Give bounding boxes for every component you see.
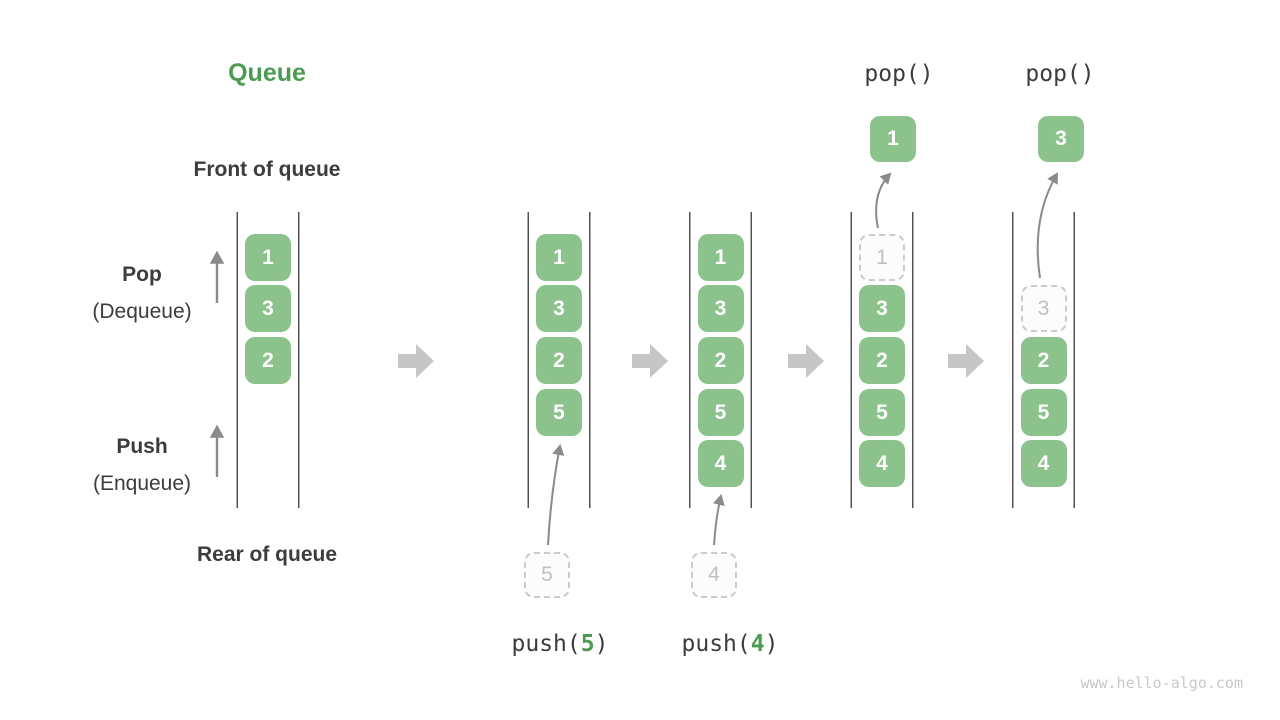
queue-element: 4 [1020,440,1067,487]
queue-element: 2 [697,337,744,384]
queue-element: 3 [536,285,582,332]
pending-push-element: 4 [691,552,737,598]
push-call-suffix: ) [594,631,609,657]
push-call-prefix: push( [681,631,751,657]
queue-element-dashed: 1 [859,234,905,281]
queue-element: 2 [245,337,291,384]
enqueue-label: (Enqueue) [92,472,192,495]
pending-push-element: 5 [524,552,570,598]
popped-element: 3 [1038,116,1084,162]
queue-element: 2 [859,337,905,384]
flow-arrow-icon [788,344,824,378]
queue-element: 3 [859,285,905,332]
queue-element: 3 [245,285,291,332]
push-call-suffix: ) [764,631,779,657]
queue-element: 5 [1020,389,1067,436]
front-of-queue-label: Front of queue [193,158,341,181]
flow-arrow-icon [632,344,668,378]
push-label: Push [116,435,168,458]
queue-element: 3 [697,285,744,332]
queue-element: 2 [1020,337,1067,384]
push-enqueue-label: Push (Enqueue) [93,428,191,502]
pop-arrow-icon [875,172,892,229]
queue-element: 5 [859,389,905,436]
queue-element: 5 [536,389,582,436]
queue-element-dashed: 3 [1020,285,1067,332]
flow-arrow-icon [948,344,984,378]
queue-element: 4 [697,440,744,487]
push-call-prefix: push( [511,631,581,657]
queue-element: 1 [697,234,744,281]
push-arrow-icon [712,494,725,546]
pop-call-label: pop() [1025,61,1095,87]
queue-element: 1 [536,234,582,281]
pop-dequeue-label: Pop (Dequeue) [92,256,191,330]
pop-call-label: pop() [864,61,934,87]
push-arrow-icon [547,444,565,546]
queue-element: 5 [697,389,744,436]
push-call-arg: 5 [580,631,595,657]
pop-label: Pop [122,263,162,286]
queue-element: 1 [245,234,291,281]
push-call-label: push(4) [682,631,779,657]
flow-arrow-icon [398,344,434,378]
popped-element: 1 [870,116,916,162]
dequeue-label: (Dequeue) [92,300,192,323]
queue-element: 4 [859,440,905,487]
watermark: www.hello-algo.com [1080,674,1243,692]
queue-element: 2 [536,337,582,384]
pop-arrow-icon [1036,172,1059,279]
push-call-label: push(5) [512,631,609,657]
rear-of-queue-label: Rear of queue [196,543,338,566]
diagram-title: Queue [228,59,306,87]
push-call-arg: 4 [750,631,765,657]
